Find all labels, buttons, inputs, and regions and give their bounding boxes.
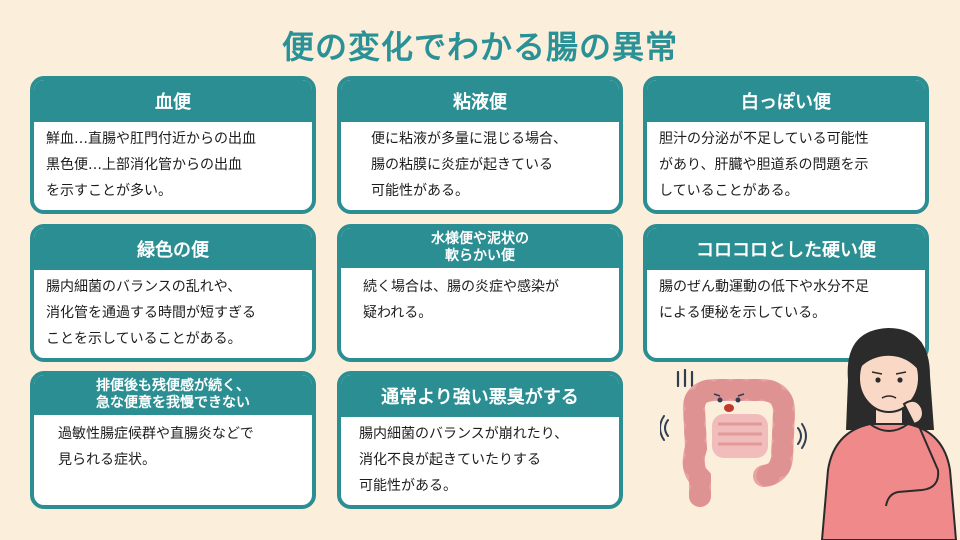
card-title-line: 軟らかい便 xyxy=(445,248,515,264)
card-body: 続く場合は、腸の炎症や感染が 疑われる。 xyxy=(341,268,619,326)
card-text-line: 腸の粘膜に炎症が起きている xyxy=(371,157,553,173)
card-title: 血便 xyxy=(34,80,312,122)
card-title-line: 水様便や泥状の xyxy=(431,231,529,247)
card-strong-odor: 通常より強い悪臭がする 腸内細菌のバランスが崩れたり、 消化不良が起きていたりす… xyxy=(337,371,623,509)
card-bloody-stool: 血便 鮮血…直腸や肛門付近からの出血 黒色便…上部消化管からの出血 を示すことが… xyxy=(30,76,316,214)
card-text-line: 腸のぜん動運動の低下や水分不足 xyxy=(659,279,869,295)
card-whitish-stool: 白っぽい便 胆汁の分泌が不足している可能性 があり、肝臓や胆道系の問題を示 して… xyxy=(643,76,929,214)
card-body: 過敏性腸症候群や直腸炎などで 見られる症状。 xyxy=(34,415,312,473)
card-title: 通常より強い悪臭がする xyxy=(341,375,619,417)
card-watery-stool: 水様便や泥状の 軟らかい便 続く場合は、腸の炎症や感染が 疑われる。 xyxy=(337,224,623,362)
card-text-line: 黒色便…上部消化管からの出血 xyxy=(46,157,242,173)
card-text-line: 続く場合は、腸の炎症や感染が xyxy=(363,279,559,295)
svg-text:?: ? xyxy=(912,337,924,361)
card-text-line: による便秘を示している。 xyxy=(659,305,827,321)
card-text-line: があり、肝臓や胆道系の問題を示 xyxy=(659,157,869,173)
card-mucus-stool: 粘液便 便に粘液が多量に混じる場合、 腸の粘膜に炎症が起きている 可能性がある。 xyxy=(337,76,623,214)
card-text-line: 消化不良が起きていたりする xyxy=(359,452,541,468)
card-body: 胆汁の分泌が不足している可能性 があり、肝臓や胆道系の問題を示 していることがあ… xyxy=(647,122,925,204)
card-title: コロコロとした硬い便 xyxy=(647,228,925,270)
intestine-icon xyxy=(660,368,807,507)
card-title: 排便後も残便感が続く、 急な便意を我慢できない xyxy=(34,375,312,415)
card-text-line: ことを示していることがある。 xyxy=(46,331,242,347)
card-text-line: 鮮血…直腸や肛門付近からの出血 xyxy=(46,131,256,147)
page-title: 便の変化でわかる腸の異常 xyxy=(281,28,678,66)
card-text-line: 便に粘液が多量に混じる場合、 xyxy=(371,131,567,147)
card-body: 腸内細菌のバランスが崩れたり、 消化不良が起きていたりする 可能性がある。 xyxy=(341,417,619,499)
card-text-line: 可能性がある。 xyxy=(359,478,457,494)
card-residual-feeling: 排便後も残便感が続く、 急な便意を我慢できない 過敏性腸症候群や直腸炎などで 見… xyxy=(30,371,316,509)
card-green-stool: 緑色の便 腸内細菌のバランスの乱れや、 消化管を通過する時間が短すぎる ことを示… xyxy=(30,224,316,362)
card-body: 腸のぜん動運動の低下や水分不足 による便秘を示している。 xyxy=(647,270,925,326)
card-title: 粘液便 xyxy=(341,80,619,122)
card-body: 便に粘液が多量に混じる場合、 腸の粘膜に炎症が起きている 可能性がある。 xyxy=(341,122,619,204)
card-text-line: を示すことが多い。 xyxy=(46,183,172,199)
card-title-line: 排便後も残便感が続く、 xyxy=(96,378,250,394)
card-body: 鮮血…直腸や肛門付近からの出血 黒色便…上部消化管からの出血 を示すことが多い。 xyxy=(34,122,312,204)
card-text-line: 胆汁の分泌が不足している可能性 xyxy=(659,131,869,147)
card-text-line: 腸内細菌のバランスの乱れや、 xyxy=(46,279,242,295)
worried-woman-icon: ? xyxy=(820,328,958,540)
card-text-line: 消化管を通過する時間が短すぎる xyxy=(46,305,256,321)
card-text-line: していることがある。 xyxy=(659,183,799,199)
card-text-line: 可能性がある。 xyxy=(371,183,469,199)
card-text-line: 過敏性腸症候群や直腸炎などで xyxy=(58,426,254,442)
card-text-line: 腸内細菌のバランスが崩れたり、 xyxy=(359,426,569,442)
card-title: 水様便や泥状の 軟らかい便 xyxy=(341,228,619,268)
card-text-line: 見られる症状。 xyxy=(58,452,156,468)
card-text-line: 疑われる。 xyxy=(363,305,433,321)
card-title: 白っぽい便 xyxy=(647,80,925,122)
card-hard-stool: コロコロとした硬い便 腸のぜん動運動の低下や水分不足 による便秘を示している。 xyxy=(643,224,929,362)
card-body: 腸内細菌のバランスの乱れや、 消化管を通過する時間が短すぎる ことを示しているこ… xyxy=(34,270,312,352)
card-title: 緑色の便 xyxy=(34,228,312,270)
card-title-line: 急な便意を我慢できない xyxy=(96,395,250,411)
